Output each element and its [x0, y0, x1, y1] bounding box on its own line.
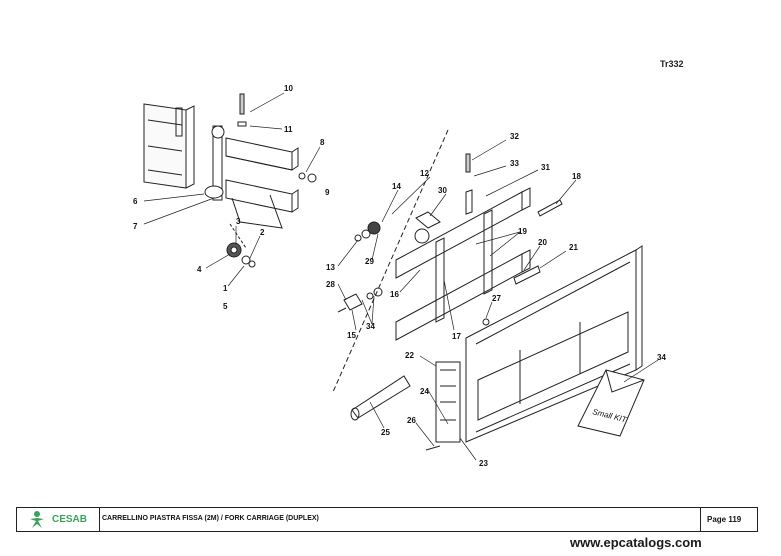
cesab-figure-icon [30, 511, 44, 528]
section-divider [332, 129, 449, 393]
part-label: 34 [366, 322, 375, 331]
part-label: 24 [420, 387, 429, 396]
drawing-code: Tr332 [660, 59, 684, 69]
part-label: 33 [510, 159, 519, 168]
part-label: 19 [518, 227, 527, 236]
part-label: 6 [133, 197, 138, 206]
part-label: 29 [365, 257, 374, 266]
part-label: 27 [492, 294, 501, 303]
part-label: 16 [390, 290, 399, 299]
right-fork-carriage-assembly [337, 153, 643, 451]
part-label: 2 [260, 228, 265, 237]
part-label: 21 [569, 243, 578, 252]
part-label: 7 [133, 222, 138, 231]
part-label: 32 [510, 132, 519, 141]
left-mast-assembly [143, 93, 317, 268]
part-label: 17 [452, 332, 461, 341]
part-label: 11 [284, 125, 293, 134]
part-label: 14 [392, 182, 401, 191]
page-number: Page 119 [707, 515, 742, 524]
part-label: 12 [420, 169, 429, 178]
part-label: 31 [541, 163, 550, 172]
small-kit-bag [577, 369, 645, 437]
footer-title-block: CESAB CARRELLINO PIASTRA FISSA (2M) / FO… [16, 507, 758, 532]
part-label: 20 [538, 238, 547, 247]
part-label: 8 [320, 138, 325, 147]
watermark: www.epcatalogs.com [570, 535, 702, 550]
part-label: 22 [405, 351, 414, 360]
part-label: 26 [407, 416, 416, 425]
part-number-labels: 10 11 8 9 6 7 3 2 4 1 5 32 33 31 18 12 1… [133, 84, 666, 468]
part-label: 10 [284, 84, 293, 93]
part-label: 23 [479, 459, 488, 468]
part-label: 1 [223, 284, 228, 293]
part-label: 28 [326, 280, 335, 289]
part-label: 5 [223, 302, 228, 311]
leader-lines [143, 92, 659, 461]
part-label: 25 [381, 428, 390, 437]
part-label: 13 [326, 263, 335, 272]
brand-logo: CESAB [17, 508, 100, 531]
part-label: 3 [236, 217, 241, 226]
part-label: 9 [325, 188, 330, 197]
brand-name: CESAB [52, 514, 88, 525]
part-label: 18 [572, 172, 581, 181]
part-label: 4 [197, 265, 202, 274]
part-label: 15 [347, 331, 356, 340]
page-number-cell: Page 119 [700, 508, 757, 531]
part-label: 34 [657, 353, 666, 362]
section-title: CARRELLINO PIASTRA FISSA (2M) / FORK CAR… [102, 515, 319, 522]
part-label: 30 [438, 186, 447, 195]
